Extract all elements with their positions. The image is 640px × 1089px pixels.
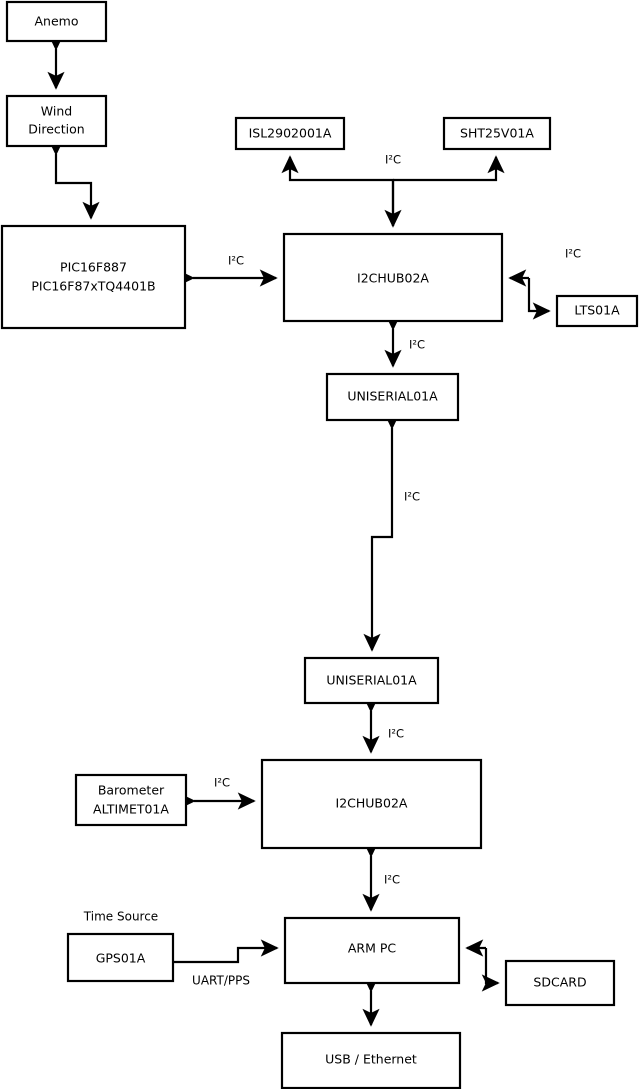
node-i2chub02a-bottom[interactable]: I2CHUB02A	[260, 758, 483, 850]
node-label-wind-direction-line2: Direction	[28, 122, 84, 137]
edge-label-barometer-hubbottom: I²C	[214, 776, 230, 790]
node-label-pic-line1: PIC16F887	[60, 260, 127, 275]
edge-label-hubtop-lts: I²C	[565, 247, 581, 261]
node-i2chub02a-top[interactable]: I2CHUB02A	[282, 232, 504, 323]
node-gps01a[interactable]: GPS01A	[66, 932, 175, 983]
node-sdcard[interactable]: SDCARD	[504, 959, 616, 1007]
node-lts01a[interactable]: LTS01A	[555, 294, 639, 328]
edge-uniserialdn-hubbottom: I²C	[362, 694, 404, 754]
label-time-source: Time Source	[83, 910, 158, 924]
node-label-isl2902001a: ISL2902001A	[249, 126, 332, 141]
edge-barometer-hubbottom: I²C	[177, 776, 256, 810]
node-isl2902001a[interactable]: ISL2902001A	[234, 116, 346, 151]
edge-label-pic-hubtop: I²C	[228, 254, 244, 268]
edge-uniserialup-uniserialdn: I²C	[363, 411, 420, 652]
edge-label-uniserialdn-hubbottom: I²C	[388, 727, 404, 741]
node-label-uniserial01a-upper: UNISERIAL01A	[347, 389, 438, 404]
edge-hubtop-sensors: I²C	[281, 153, 505, 228]
node-label-arm-pc: ARM PC	[348, 941, 397, 956]
edge-hubtop-uniserialup: I²C	[384, 312, 425, 368]
node-label-sht25v01a: SHT25V01A	[460, 126, 534, 141]
edge-label-uniserialup-uniserialdn: I²C	[404, 490, 420, 504]
node-label-uniserial01a-lower: UNISERIAL01A	[326, 673, 417, 688]
node-barometer-altimet01a[interactable]: Barometer ALTIMET01A	[74, 773, 188, 827]
node-pic-mcu[interactable]: PIC16F887 PIC16F87xTQ4401B	[0, 224, 187, 330]
node-label-pic-line2: PIC16F87xTQ4401B	[31, 279, 155, 294]
edge-gps-armpc: UART/PPS	[173, 939, 279, 988]
node-anemo[interactable]: Anemo	[5, 0, 108, 43]
node-arm-pc[interactable]: ARM PC	[283, 916, 461, 985]
node-label-barometer-line1: Barometer	[98, 783, 165, 798]
node-uniserial01a-upper[interactable]: UNISERIAL01A	[325, 372, 460, 422]
node-label-sdcard: SDCARD	[533, 975, 586, 990]
node-label-barometer-line2: ALTIMET01A	[93, 802, 169, 817]
node-label-i2chub02a-top: I2CHUB02A	[357, 271, 429, 286]
edge-label-hubtop-sensors: I²C	[385, 153, 401, 167]
edge-label-hubtop-uniserialup: I²C	[409, 338, 425, 352]
edge-label-hubbottom-armpc: I²C	[384, 873, 400, 887]
node-label-i2chub02a-bottom: I2CHUB02A	[336, 796, 408, 811]
node-usb-ethernet[interactable]: USB / Ethernet	[280, 1031, 462, 1089]
edge-hubbottom-armpc: I²C	[362, 839, 400, 912]
node-wind-direction[interactable]: Wind Direction	[5, 94, 108, 148]
edge-label-gps-armpc: UART/PPS	[192, 974, 250, 988]
edge-pic-hubtop: I²C	[176, 254, 278, 287]
node-label-usb-ethernet: USB / Ethernet	[325, 1052, 417, 1067]
edge-hubtop-lts: I²C	[508, 247, 581, 320]
node-sht25v01a[interactable]: SHT25V01A	[442, 116, 552, 151]
node-label-lts01a: LTS01A	[574, 303, 620, 318]
node-label-gps01a: GPS01A	[96, 951, 146, 966]
node-uniserial01a-lower[interactable]: UNISERIAL01A	[303, 656, 440, 705]
node-label-wind-direction-line1: Wind	[41, 104, 72, 119]
edge-wind-pic	[47, 137, 100, 220]
node-label-anemo: Anemo	[35, 14, 79, 29]
edge-armpc-sdcard	[465, 939, 500, 992]
